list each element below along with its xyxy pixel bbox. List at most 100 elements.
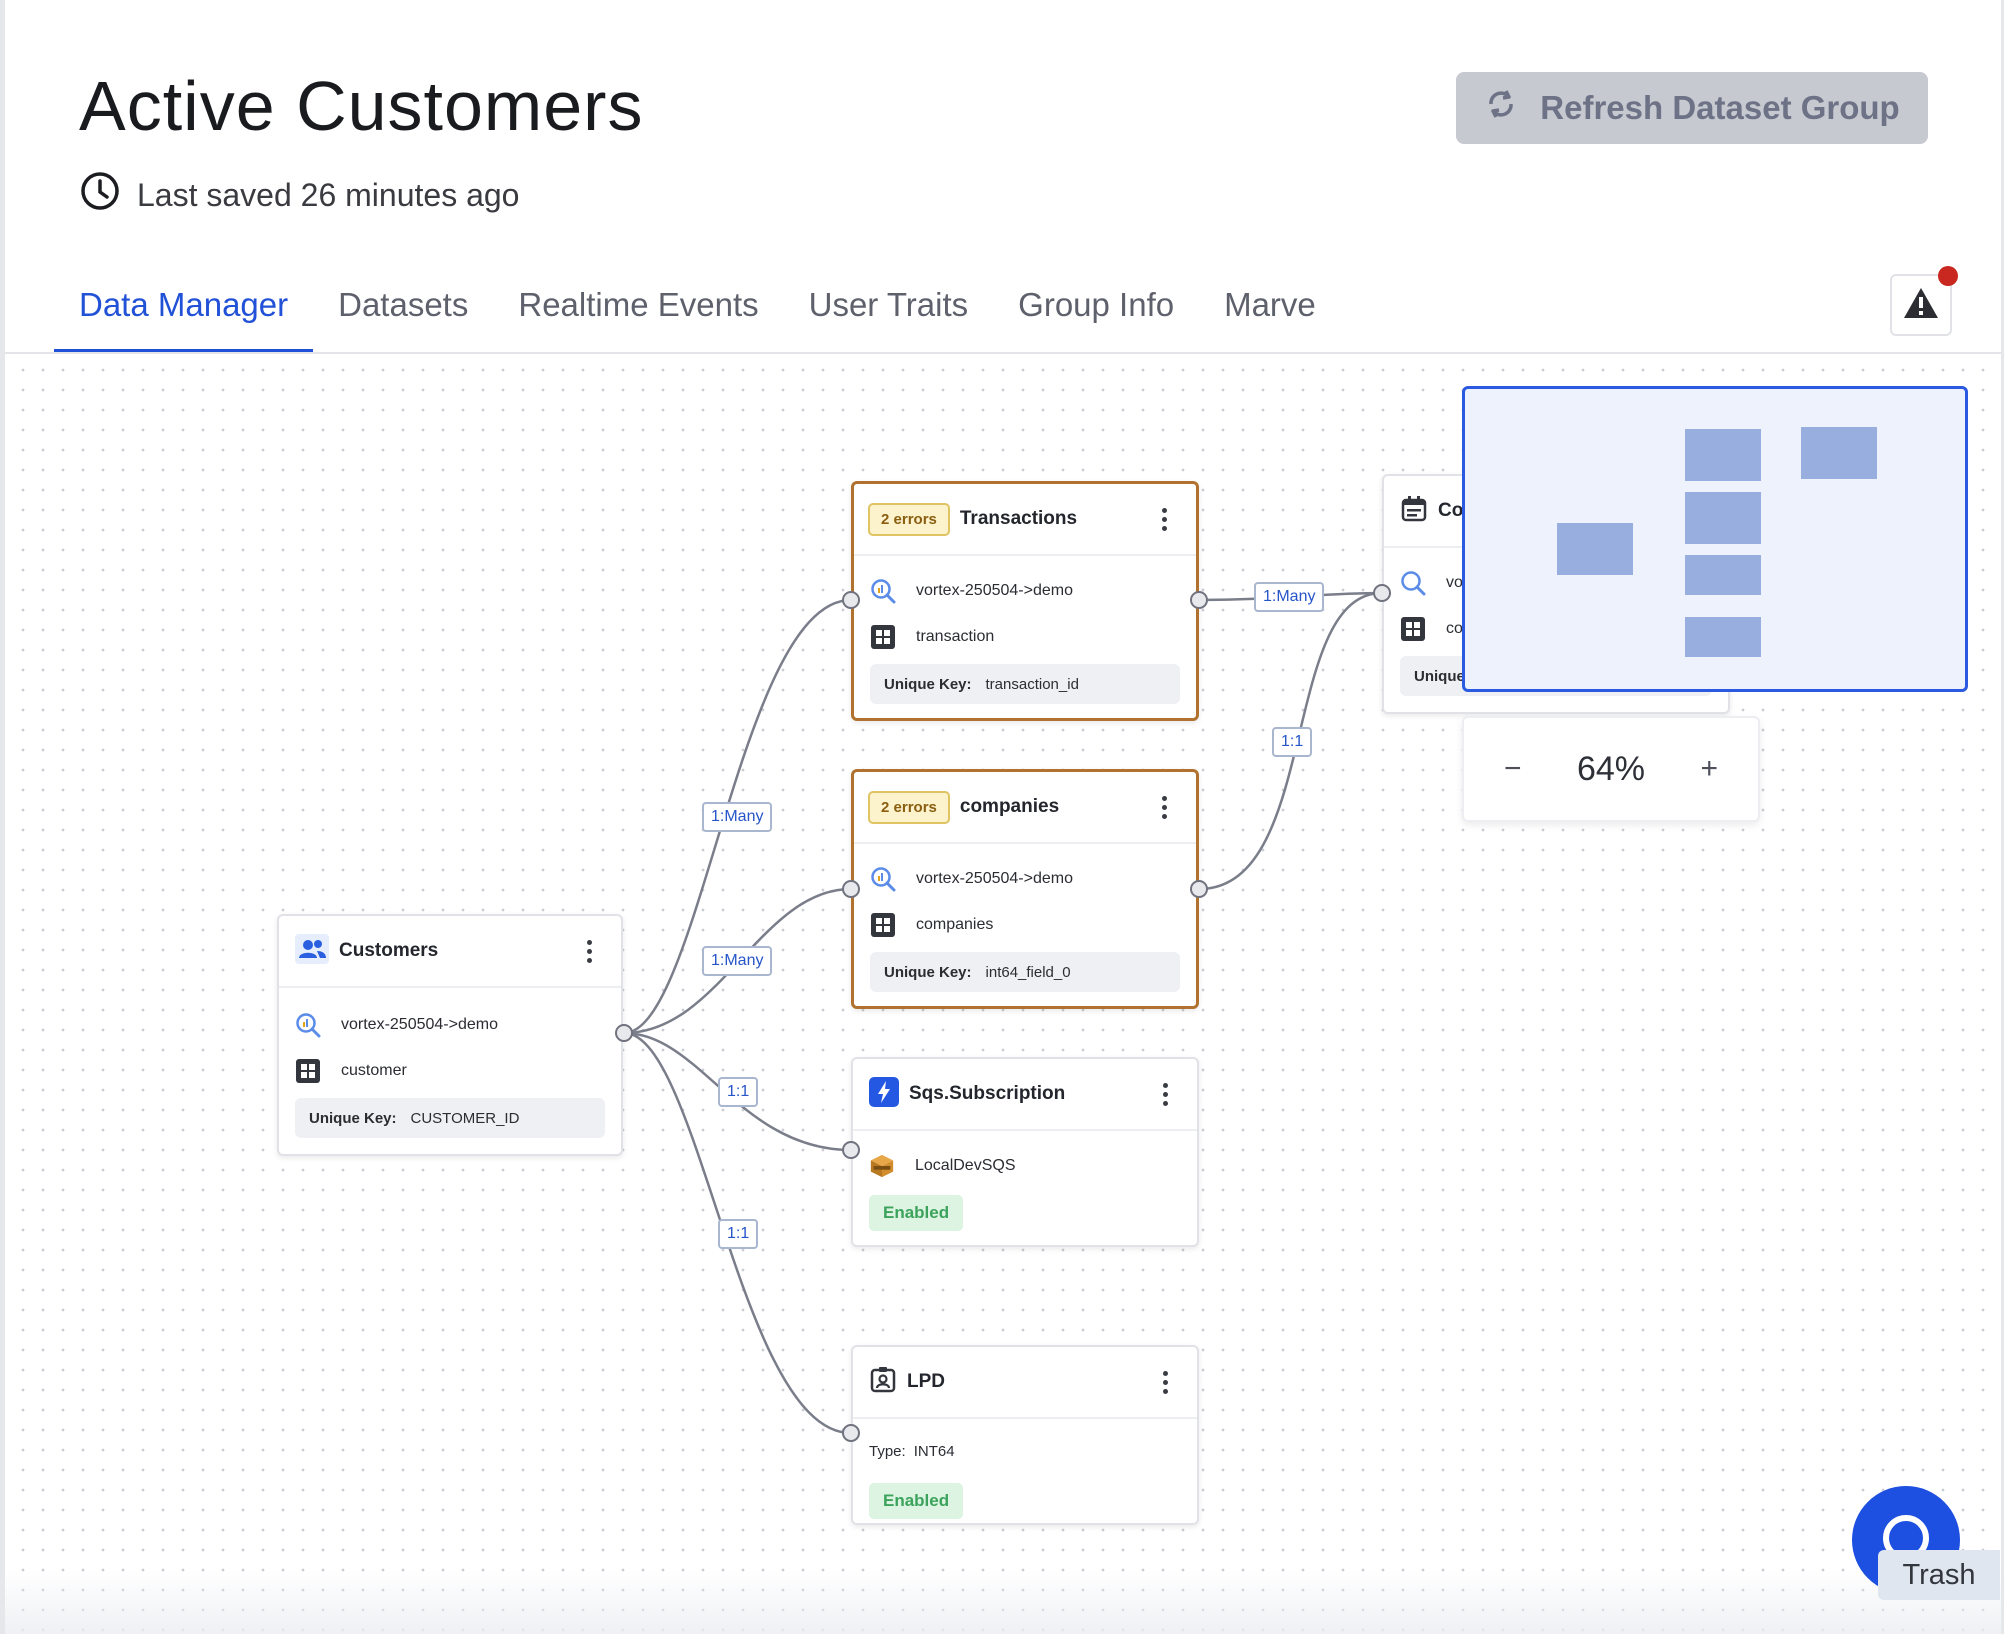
node-header: LPD xyxy=(853,1347,1197,1419)
node-queue: LocalDevSQS xyxy=(915,1157,1016,1174)
status-badge: Enabled xyxy=(869,1195,964,1231)
zoom-out-button[interactable]: − xyxy=(1504,752,1522,785)
tab-group-info[interactable]: Group Info xyxy=(1018,286,1175,323)
minimap-node xyxy=(1685,492,1761,544)
minimap-node xyxy=(1685,429,1761,481)
node-title: Customers xyxy=(339,940,439,961)
tab-user-traits[interactable]: User Traits xyxy=(808,286,969,323)
left-border xyxy=(0,0,5,1634)
node-table: transaction xyxy=(916,628,995,645)
companies-input-port[interactable] xyxy=(842,880,860,898)
node-table-row: customer xyxy=(279,1048,621,1094)
more-menu-icon[interactable] xyxy=(1163,1082,1169,1106)
node-title: companies xyxy=(959,796,1060,817)
node-header: Customers xyxy=(279,916,621,988)
table-icon xyxy=(870,625,896,649)
minimap-node xyxy=(1685,555,1761,595)
minimap-node xyxy=(1685,617,1761,657)
more-menu-icon[interactable] xyxy=(1162,795,1168,819)
node-type-row: Type: INT64 xyxy=(853,1425,1197,1477)
more-menu-icon[interactable] xyxy=(1163,1370,1169,1394)
node-title: Sqs.Subscription xyxy=(909,1083,1066,1104)
zoom-in-button[interactable]: + xyxy=(1700,752,1718,785)
warning-icon xyxy=(1902,286,1940,325)
node-source: vo xyxy=(1446,574,1463,591)
tabs-divider xyxy=(5,352,2001,354)
clock-icon xyxy=(79,170,121,220)
node-source-row: vortex-250504->demo xyxy=(279,1002,621,1048)
node-header: Sqs.Subscription xyxy=(853,1059,1197,1131)
unique-key: Unique Key:CUSTOMER_ID xyxy=(295,1098,605,1138)
users-icon xyxy=(295,933,329,969)
node-transactions[interactable]: 2 errors Transactions vortex-250504->dem… xyxy=(851,481,1199,721)
search-data-icon xyxy=(295,1012,321,1038)
node-source-row: vortex-250504->demo xyxy=(854,568,1196,614)
customers-output-port[interactable] xyxy=(615,1024,633,1042)
more-menu-icon[interactable] xyxy=(587,939,593,963)
refresh-label: Refresh Dataset Group xyxy=(1540,89,1900,126)
unique-key: Unique Key:transaction_id xyxy=(870,664,1180,704)
last-saved: Last saved 26 minutes ago xyxy=(79,170,519,220)
node-header: 2 errors Transactions xyxy=(854,484,1196,556)
canvas-bottom-fade xyxy=(5,1570,2001,1634)
search-data-icon xyxy=(870,866,896,892)
node-title: LPD xyxy=(907,1371,945,1392)
companies-output-port[interactable] xyxy=(1190,880,1208,898)
transactions-input-port[interactable] xyxy=(842,591,860,609)
error-badge[interactable]: 2 errors xyxy=(868,790,950,824)
type-label: Type: xyxy=(869,1442,906,1460)
type-value: INT64 xyxy=(913,1442,955,1460)
edge-label-customers-sqs[interactable]: 1:1 xyxy=(718,1077,759,1107)
node-companies[interactable]: 2 errors companies vortex-250504->demo c… xyxy=(851,769,1199,1009)
search-data-icon xyxy=(1400,570,1426,596)
node-source: vortex-250504->demo xyxy=(916,870,1073,887)
node-table-row: transaction xyxy=(854,614,1196,660)
minimap-node xyxy=(1557,523,1633,575)
tab-datasets[interactable]: Datasets xyxy=(338,286,469,323)
edge-label-customers-companies[interactable]: 1:Many xyxy=(702,946,773,976)
page-title: Active Customers xyxy=(79,67,644,145)
id-badge-icon xyxy=(869,1366,897,1399)
edge-label-companies-right[interactable]: 1:1 xyxy=(1272,727,1313,757)
tab-marve[interactable]: Marve xyxy=(1224,286,1316,323)
transactions-output-port[interactable] xyxy=(1190,591,1208,609)
table-icon xyxy=(870,913,896,937)
more-menu-icon[interactable] xyxy=(1162,507,1168,531)
node-table: customer xyxy=(341,1062,407,1079)
tab-bar: Data Manager Datasets Realtime Events Us… xyxy=(54,280,1341,354)
node-sqs-subscription[interactable]: Sqs.Subscription LocalDevSQS Enabled xyxy=(851,1057,1199,1247)
sqs-queue-icon xyxy=(869,1152,895,1180)
node-customers[interactable]: Customers vortex-250504->demo customer U… xyxy=(277,914,623,1156)
lpd-input-port[interactable] xyxy=(842,1424,860,1442)
node-table: co xyxy=(1446,620,1463,637)
node-table-row: companies xyxy=(854,902,1196,948)
zoom-control: − 64% + xyxy=(1462,716,1760,822)
right-border xyxy=(2001,0,2004,1634)
edge-label-transactions-right[interactable]: 1:Many xyxy=(1254,582,1325,612)
notification-dot xyxy=(1938,266,1958,286)
tab-realtime-events[interactable]: Realtime Events xyxy=(518,286,759,323)
partial-node-input-port[interactable] xyxy=(1373,584,1391,602)
node-title: Co xyxy=(1438,500,1464,521)
edge-label-customers-transactions[interactable]: 1:Many xyxy=(702,802,773,832)
table-icon xyxy=(295,1059,321,1083)
node-source-row: vortex-250504->demo xyxy=(854,856,1196,902)
node-lpd[interactable]: LPD Type: INT64 Enabled xyxy=(851,1345,1199,1525)
zoom-level: 64% xyxy=(1576,749,1646,788)
node-table-row: co xyxy=(1384,606,1728,652)
node-source-row: vo xyxy=(1384,560,1728,606)
edge-label-customers-lpd[interactable]: 1:1 xyxy=(718,1219,759,1249)
search-data-icon xyxy=(870,578,896,604)
node-title: Transactions xyxy=(959,508,1078,529)
refresh-dataset-group-button[interactable]: Refresh Dataset Group xyxy=(1456,72,1928,144)
lightning-icon xyxy=(869,1076,899,1112)
node-source: vortex-250504->demo xyxy=(916,582,1073,599)
tab-data-manager[interactable]: Data Manager xyxy=(54,280,314,354)
minimap-node xyxy=(1801,427,1877,479)
last-saved-text: Last saved 26 minutes ago xyxy=(137,176,520,213)
error-badge[interactable]: 2 errors xyxy=(868,502,950,536)
sqs-input-port[interactable] xyxy=(842,1141,860,1159)
node-table: companies xyxy=(916,916,994,933)
node-queue-row: LocalDevSQS xyxy=(853,1143,1197,1189)
minimap[interactable] xyxy=(1462,386,1968,692)
